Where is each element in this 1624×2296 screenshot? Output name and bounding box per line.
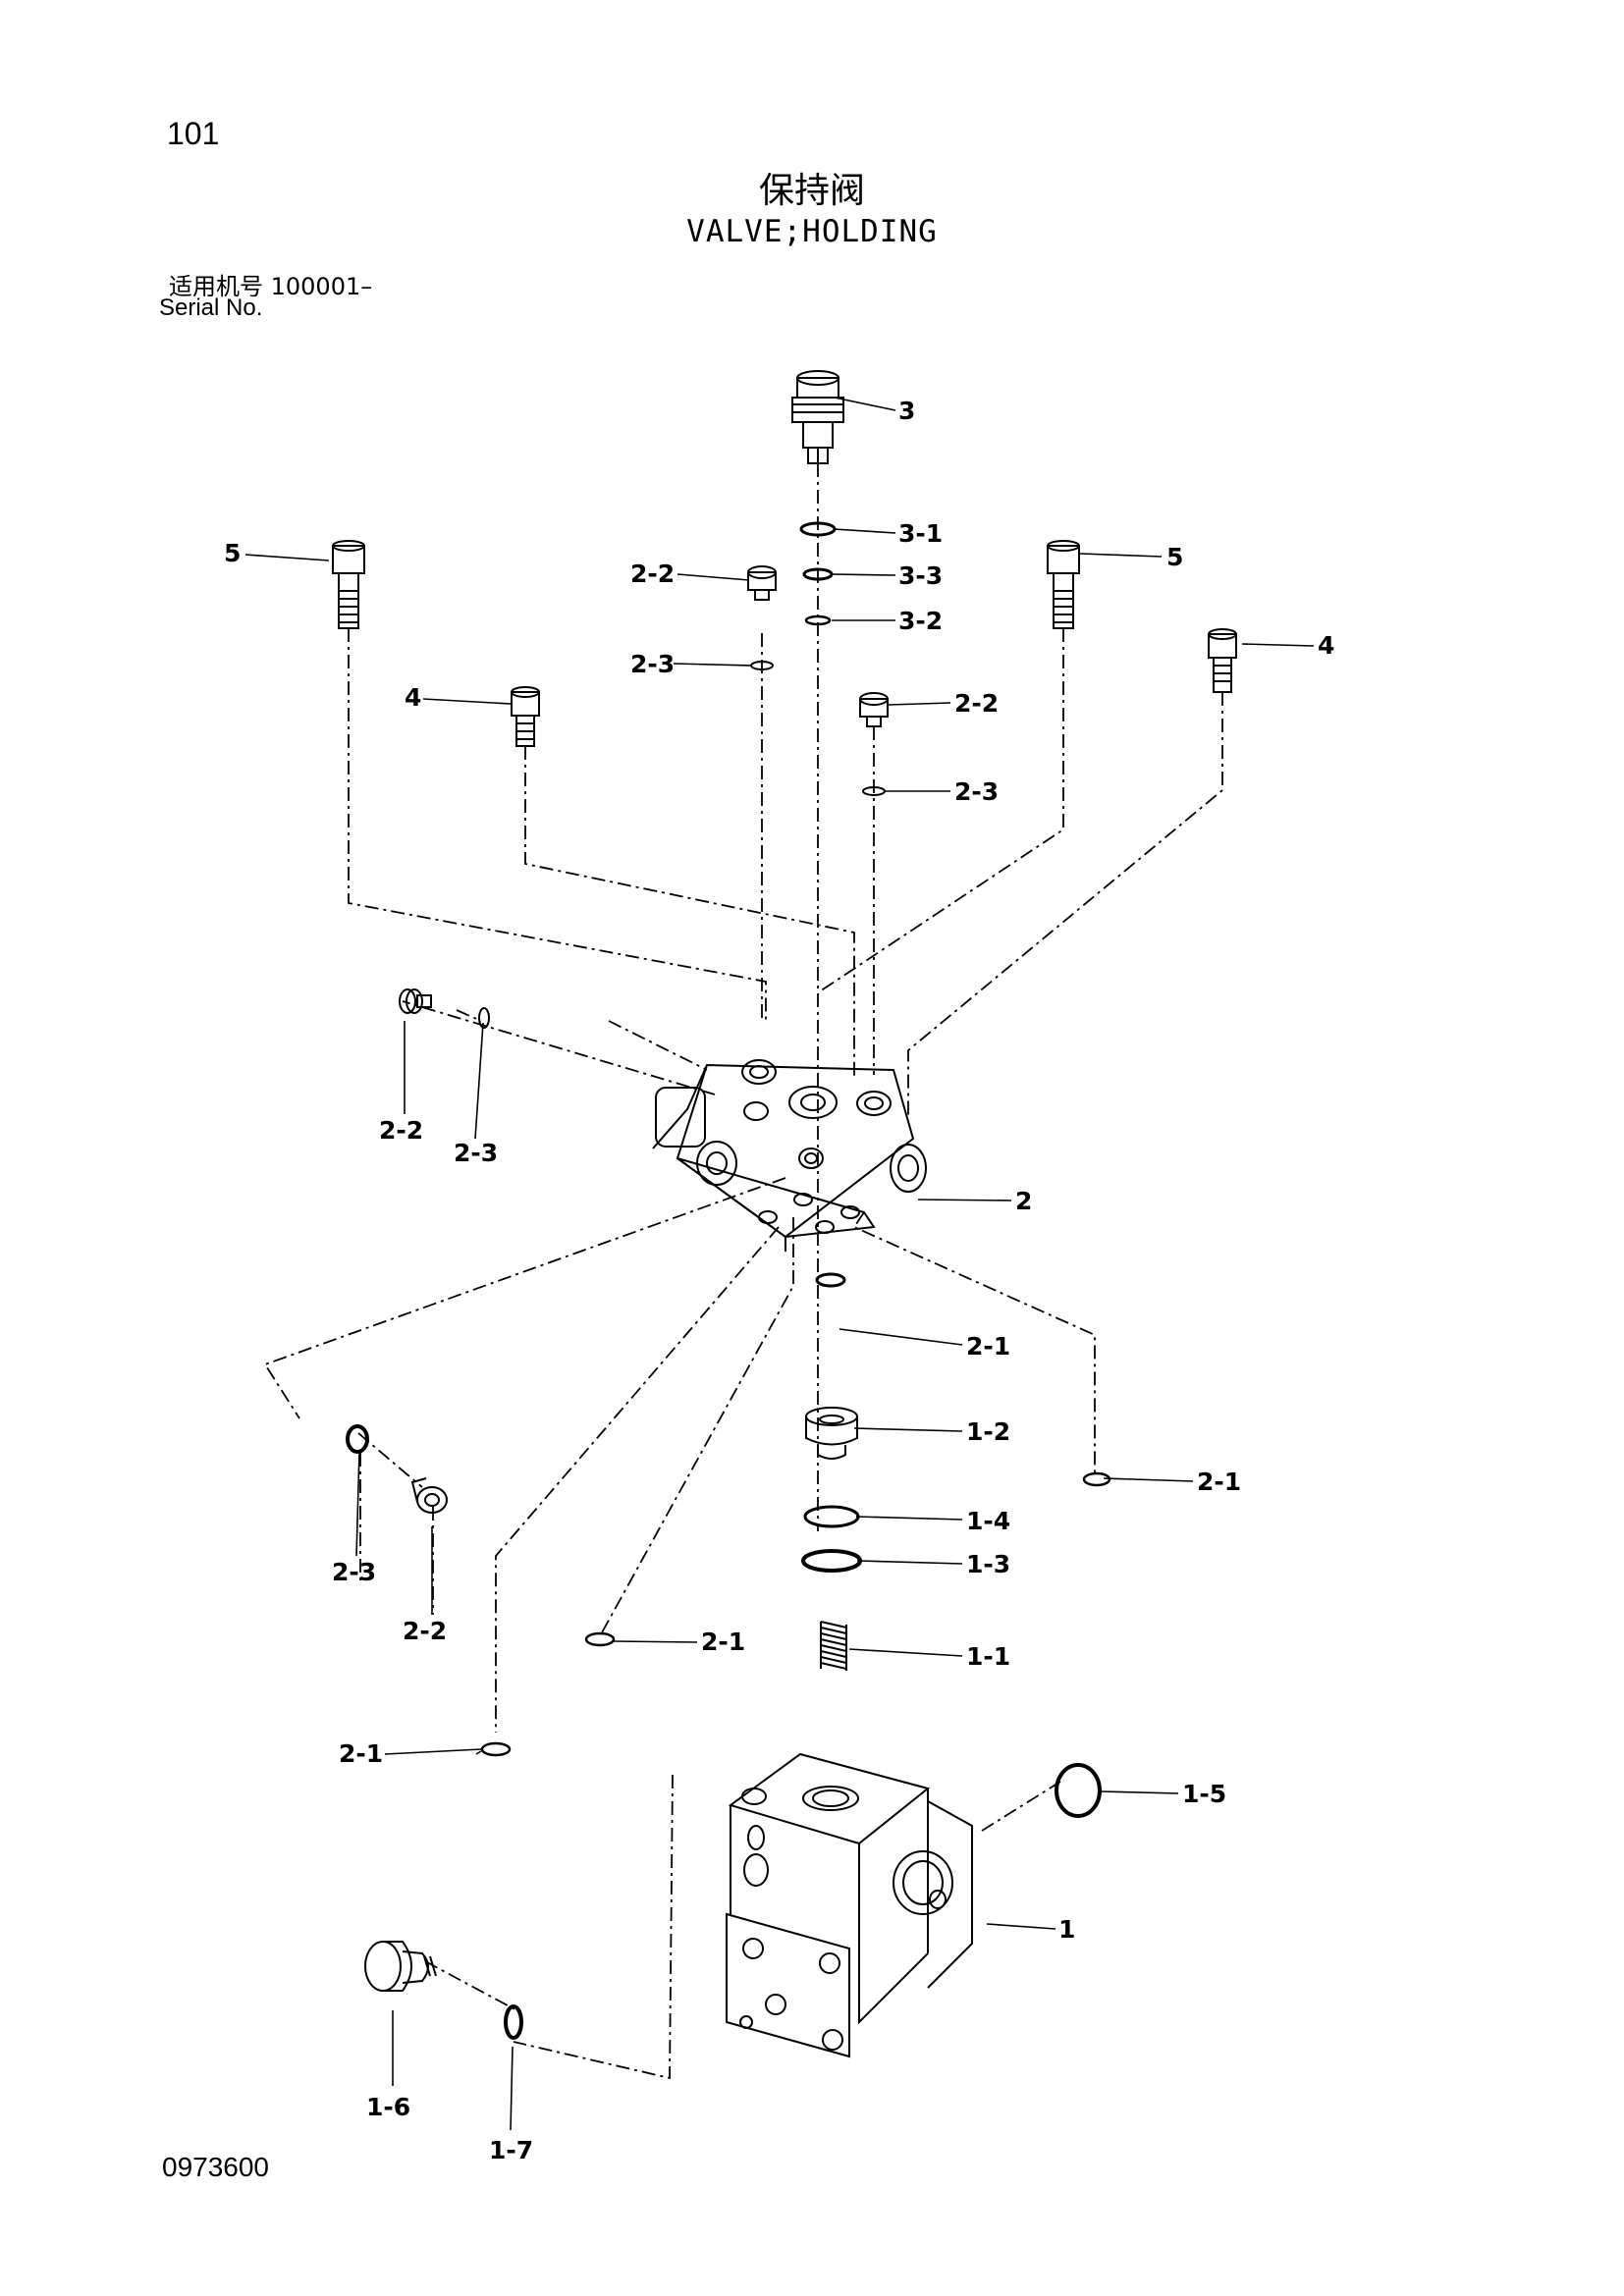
callout-1-1: 1-1 bbox=[966, 1642, 1010, 1671]
callout-4-left: 4 bbox=[405, 683, 421, 712]
callout-2-2-d: 2-2 bbox=[403, 1617, 447, 1645]
serial-label-chinese: 适用机号 100001– bbox=[169, 273, 373, 300]
part-5-bolt-right bbox=[1047, 540, 1080, 629]
leader-lines bbox=[244, 397, 1315, 2131]
part-1-6-plug bbox=[364, 1941, 437, 1992]
part-1-2-piston bbox=[805, 1407, 858, 1460]
part-2-2-plug-a bbox=[747, 565, 777, 601]
callout-1-3: 1-3 bbox=[966, 1550, 1010, 1578]
part-4-bolt-right bbox=[1208, 628, 1237, 693]
callout-5-right: 5 bbox=[1166, 543, 1183, 571]
part-4-bolt-left bbox=[511, 686, 540, 747]
callout-2-1-d: 2-1 bbox=[339, 1739, 383, 1768]
callout-2-1-a: 2-1 bbox=[966, 1332, 1010, 1361]
document-code: 0973600 bbox=[162, 2152, 270, 2182]
callout-1-5: 1-5 bbox=[1182, 1780, 1226, 1808]
callout-2: 2 bbox=[1015, 1187, 1032, 1215]
page-number: 101 bbox=[167, 116, 220, 151]
part-2-2-plug-d bbox=[410, 1477, 448, 1514]
callout-1-7: 1-7 bbox=[489, 2136, 533, 2164]
serial-label-english: Serial No. bbox=[159, 294, 263, 321]
part-3-cartridge bbox=[791, 370, 844, 464]
callout-2-3-c: 2-3 bbox=[454, 1139, 498, 1167]
callout-1: 1 bbox=[1058, 1915, 1075, 1944]
callout-3-2: 3-2 bbox=[898, 607, 943, 635]
part-1-1-spring bbox=[820, 1621, 847, 1671]
callout-3-3: 3-3 bbox=[898, 561, 943, 590]
callout-1-4: 1-4 bbox=[966, 1507, 1010, 1535]
callout-3: 3 bbox=[898, 397, 915, 425]
part-5-bolt-left bbox=[332, 540, 365, 629]
callout-1-6: 1-6 bbox=[366, 2093, 410, 2121]
callout-labels: 3 3-1 3-3 3-2 5 5 2-2 2-3 4 4 2-2 2-3 2-… bbox=[224, 397, 1334, 2164]
callout-2-3-d: 2-3 bbox=[332, 1558, 376, 1586]
callout-2-2-c: 2-2 bbox=[379, 1116, 423, 1145]
callout-1-2: 1-2 bbox=[966, 1417, 1010, 1446]
callout-2-3-a: 2-3 bbox=[630, 650, 675, 678]
callout-2-2-b: 2-2 bbox=[954, 689, 999, 718]
callout-5-left: 5 bbox=[224, 539, 241, 567]
callout-2-1-c: 2-1 bbox=[701, 1628, 745, 1656]
callout-3-1: 3-1 bbox=[898, 519, 943, 548]
part-2-valve-block bbox=[652, 1059, 927, 1252]
part-2-2-plug-b bbox=[859, 692, 889, 727]
callout-2-1-b: 2-1 bbox=[1197, 1468, 1241, 1496]
callout-2-2-a: 2-2 bbox=[630, 560, 675, 588]
callout-2-3-b: 2-3 bbox=[954, 777, 999, 806]
callout-4-right: 4 bbox=[1318, 631, 1334, 660]
part-1-housing bbox=[726, 1752, 973, 2058]
title-chinese: 保持阀 bbox=[758, 171, 865, 211]
title-english: VALVE;HOLDING bbox=[686, 214, 938, 249]
assembly-lines bbox=[263, 463, 1223, 2080]
part-2-2-plug-c bbox=[399, 988, 432, 1014]
